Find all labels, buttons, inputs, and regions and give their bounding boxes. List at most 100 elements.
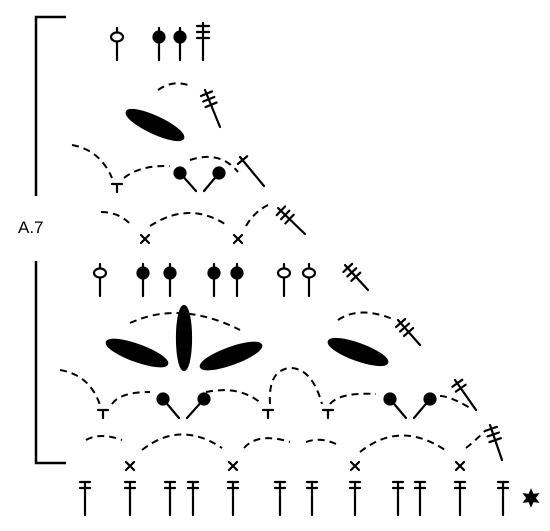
- chain-arc: [141, 433, 223, 451]
- bracket-lower: [34, 261, 66, 465]
- chain-arc: [100, 211, 133, 227]
- chain-arc: [59, 369, 101, 406]
- half-double-crochet-symbol: [96, 408, 110, 420]
- slanted-treble-symbol: [484, 423, 504, 462]
- bobble-dot: [173, 30, 187, 44]
- cross-tick: [486, 431, 501, 438]
- loop: [301, 267, 317, 279]
- bobble-dot: [173, 166, 187, 180]
- chain-arc: [465, 429, 487, 449]
- bobble-cluster-symbol: [163, 262, 177, 298]
- v-cluster-symbol: [173, 166, 226, 193]
- cross-b: [124, 460, 136, 472]
- treble-crochet-symbol: [453, 480, 467, 517]
- chain-arc: [85, 435, 123, 441]
- cross-tick: [202, 95, 216, 103]
- single-crochet-symbol: [454, 460, 466, 472]
- cross-b: [232, 233, 244, 245]
- v-cluster-symbol: [156, 392, 211, 420]
- cross-tick: [350, 271, 362, 282]
- treble-crochet-symbol: [413, 480, 427, 517]
- cross-tick: [402, 326, 415, 338]
- slanted-treble-symbol: [199, 88, 222, 129]
- single-crochet-symbol: [139, 233, 151, 245]
- cross-tick: [284, 213, 295, 225]
- single-crochet-symbol: [227, 460, 239, 472]
- bobble-dot: [207, 266, 221, 280]
- bobble-dot: [156, 392, 170, 406]
- cross-tick: [275, 205, 287, 217]
- cross-tick: [236, 155, 249, 166]
- bobble-dot: [136, 266, 150, 280]
- post: [488, 423, 504, 462]
- cross-tick: [484, 425, 499, 432]
- slanted-treble-symbol: [451, 378, 478, 412]
- cross-b: [227, 460, 239, 472]
- repeat-bracket: [34, 15, 66, 465]
- v-cluster-symbol: [383, 392, 437, 420]
- cross-tick: [346, 267, 358, 278]
- puff-stitch-symbol: [125, 108, 185, 142]
- chain-arc: [359, 434, 446, 453]
- cross-tick: [488, 437, 502, 444]
- cross-tick: [279, 209, 291, 221]
- treble-crochet-symbol: [391, 480, 405, 517]
- cross-tick: [204, 101, 218, 109]
- chain-arc: [245, 204, 269, 227]
- bobble-cluster-symbol: [207, 262, 221, 298]
- half-double-crochet-symbol: [110, 182, 124, 194]
- cross-tick: [454, 383, 467, 393]
- picot-loop-symbol: [92, 262, 108, 298]
- treble-crochet-symbol: [163, 480, 177, 517]
- repeat-label: A.7: [18, 218, 44, 237]
- chain-arc: [111, 391, 151, 405]
- star-start-marker: [522, 488, 540, 508]
- triple-treble-symbol: [195, 21, 211, 62]
- chain-arc: [189, 156, 239, 173]
- single-crochet-symbol: [124, 460, 136, 472]
- half-double-crochet-symbol: [261, 408, 275, 420]
- stitch-symbols: [78, 21, 540, 517]
- bobble-dot: [212, 166, 226, 180]
- slanted-treble-symbol: [275, 205, 307, 236]
- picot-loop-symbol: [301, 262, 317, 298]
- chain-arc: [329, 392, 377, 405]
- chain-arcs: [59, 82, 487, 453]
- cross-tick: [399, 322, 411, 333]
- treble-crochet-symbol: [348, 480, 362, 517]
- bobble-dot: [383, 392, 397, 406]
- post: [276, 206, 307, 236]
- cross-tick: [395, 317, 407, 329]
- chain-arc: [337, 311, 396, 321]
- chain-arc: [305, 438, 341, 447]
- treble-crochet-symbol: [123, 480, 137, 517]
- picot-loop-symbol: [109, 26, 125, 62]
- cross-tick: [199, 90, 214, 98]
- post: [238, 155, 266, 188]
- bobble-dot: [230, 266, 244, 280]
- bobble-cluster-symbol: [230, 262, 244, 298]
- puff-stitch-symbol: [199, 341, 263, 371]
- puff-stitch-symbol: [105, 338, 169, 368]
- chain-arc: [71, 144, 113, 179]
- bracket-upper: [34, 15, 66, 196]
- treble-crochet-symbol: [226, 480, 240, 517]
- chain-arc: [439, 395, 471, 409]
- single-crochet-symbol: [349, 460, 361, 472]
- cross-b: [139, 233, 151, 245]
- half-double-crochet-symbol: [321, 408, 335, 420]
- chain-arc: [157, 82, 189, 91]
- chain-arc: [123, 164, 171, 179]
- chain-arc: [149, 212, 229, 227]
- loop: [276, 267, 292, 279]
- treble-crochet-symbol: [78, 480, 92, 517]
- chain-arc: [243, 437, 291, 449]
- cross-b: [349, 460, 361, 472]
- bobble-dot: [163, 266, 177, 280]
- loop: [109, 31, 125, 43]
- bobble-cluster-symbol: [136, 262, 150, 298]
- cross-tick: [342, 262, 354, 274]
- bobble-dot: [152, 30, 166, 44]
- single-crochet-symbol: [232, 233, 244, 245]
